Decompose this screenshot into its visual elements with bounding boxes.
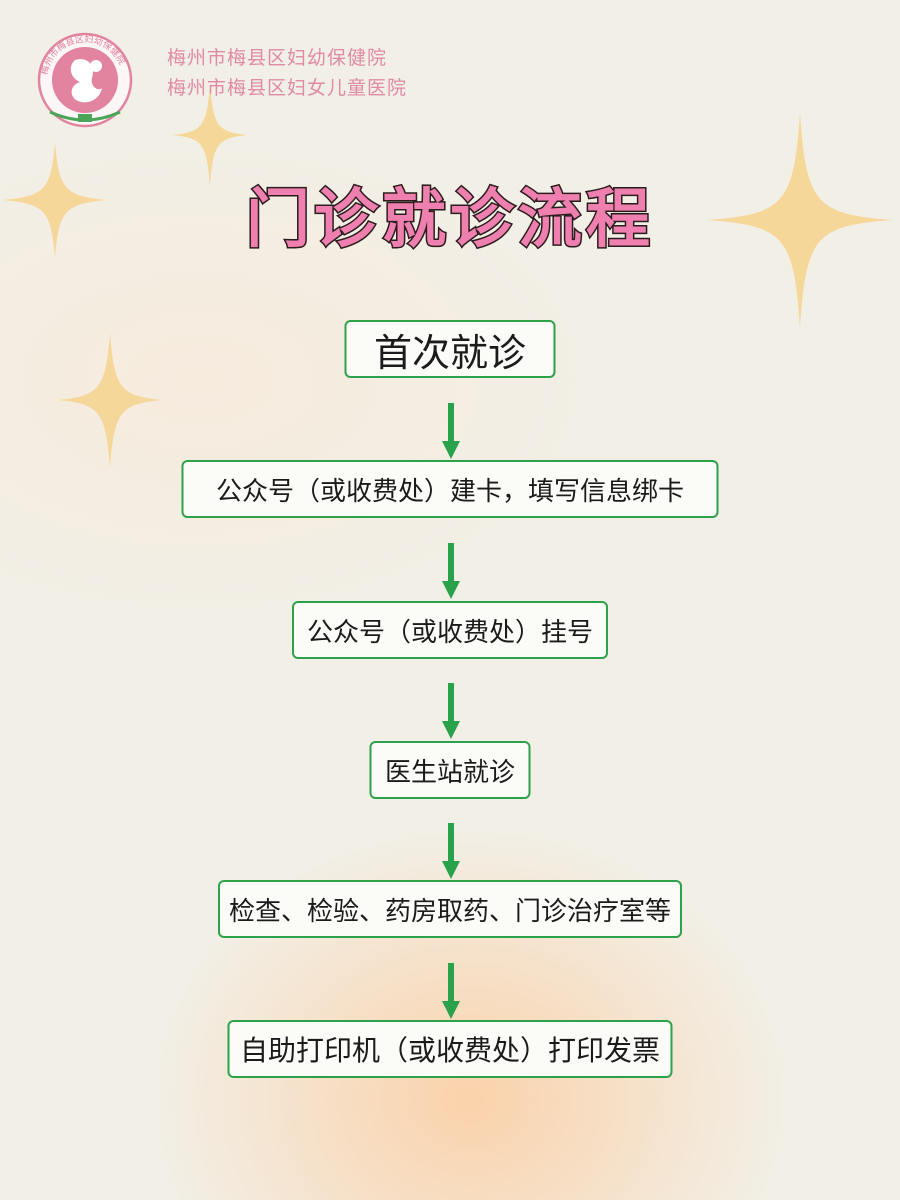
down-arrow-icon bbox=[442, 543, 460, 599]
flow-step-doctor-consultation: 医生站就诊 bbox=[369, 741, 531, 799]
page-title: 门诊就诊流程 bbox=[245, 182, 654, 259]
hospital-name-2: 梅州市梅县区妇女儿童医院 bbox=[167, 77, 408, 99]
flow-step-examination-pharmacy: 检查、检验、药房取药、门诊治疗室等 bbox=[218, 880, 682, 938]
hospital-name-1: 梅州市梅县区妇幼保健院 bbox=[167, 47, 388, 69]
header: 梅州市梅县区妇幼保健院 梅州市梅县区妇幼保健院 梅州市梅县区妇女儿童医院 bbox=[30, 30, 630, 130]
flow-step-print-invoice: 自助打印机（或收费处）打印发票 bbox=[227, 1020, 673, 1078]
flow-step-first-visit: 首次就诊 bbox=[344, 320, 556, 378]
sparkle-icon bbox=[3, 142, 107, 258]
down-arrow-icon bbox=[442, 963, 460, 1019]
down-arrow-icon bbox=[442, 403, 460, 459]
down-arrow-icon bbox=[442, 683, 460, 739]
flow-step-book-appointment: 公众号（或收费处）挂号 bbox=[292, 601, 608, 659]
down-arrow-icon bbox=[442, 823, 460, 879]
flow-step-register-card: 公众号（或收费处）建卡，填写信息绑卡 bbox=[181, 460, 719, 518]
mother-child-logo-icon: 梅州市梅县区妇幼保健院 bbox=[37, 32, 133, 128]
sparkle-icon bbox=[708, 112, 892, 328]
sparkle-icon bbox=[172, 83, 248, 187]
sparkle-icon bbox=[58, 332, 162, 468]
